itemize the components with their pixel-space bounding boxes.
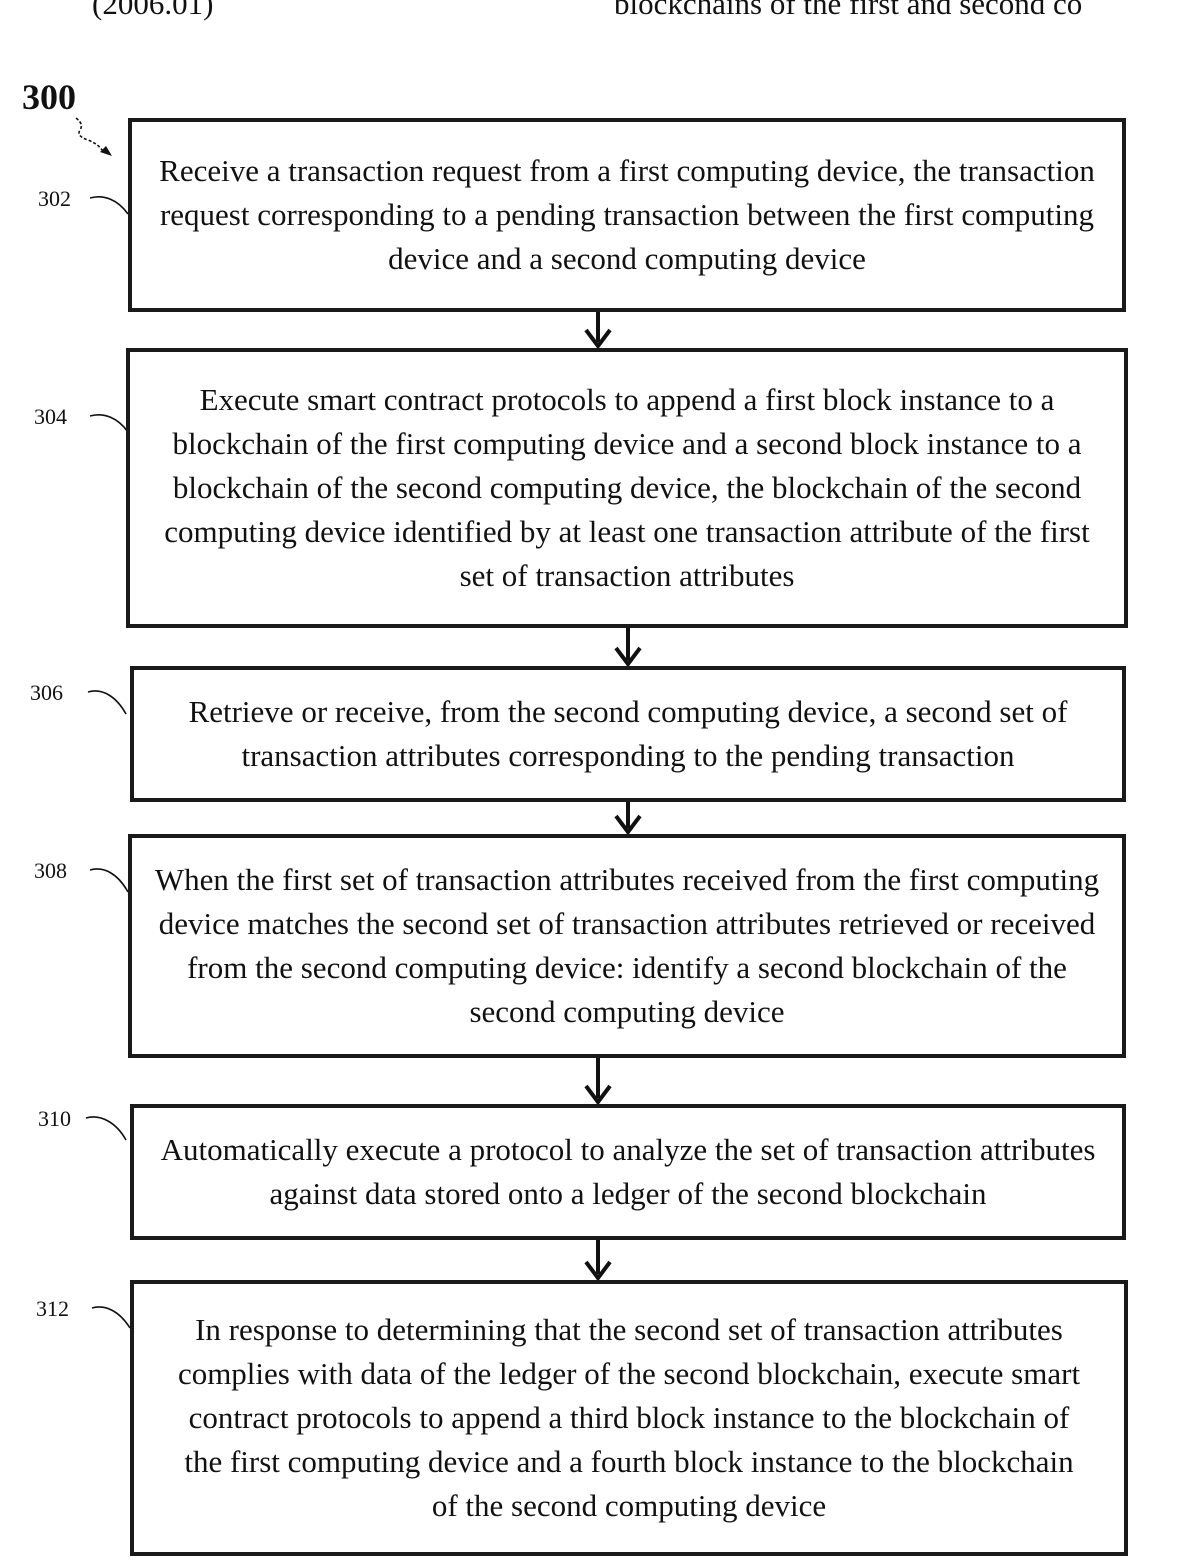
ref-leader-302 — [90, 197, 128, 214]
step-box-308: When the first set of transaction attrib… — [128, 834, 1126, 1058]
step-box-304: Execute smart contract protocols to appe… — [126, 348, 1128, 628]
step-ref-312: 312 — [36, 1296, 69, 1322]
step-text-310: Automatically execute a protocol to anal… — [144, 1128, 1112, 1216]
flow-arrow — [616, 802, 640, 832]
ref-leader-306 — [88, 691, 126, 714]
step-text-312: In response to determining that the seco… — [174, 1308, 1084, 1528]
step-text-302: Receive a transaction request from a fir… — [142, 149, 1112, 281]
ref-leader-304 — [90, 415, 128, 432]
step-box-306: Retrieve or receive, from the second com… — [130, 666, 1126, 802]
flow-arrow — [586, 310, 610, 346]
step-ref-310: 310 — [38, 1106, 71, 1132]
step-ref-308: 308 — [34, 858, 67, 884]
flow-arrow — [586, 1240, 610, 1278]
figure-pointer-arrow — [76, 118, 112, 156]
step-ref-302: 302 — [38, 186, 71, 212]
step-text-304: Execute smart contract protocols to appe… — [148, 378, 1106, 598]
flow-arrow — [586, 1058, 610, 1102]
step-text-308: When the first set of transaction attrib… — [142, 858, 1112, 1034]
step-text-306: Retrieve or receive, from the second com… — [144, 690, 1112, 778]
step-box-312: In response to determining that the seco… — [130, 1280, 1128, 1556]
ref-leader-308 — [90, 869, 128, 892]
flow-arrow — [616, 628, 640, 664]
ref-leader-312 — [92, 1307, 130, 1328]
ref-leader-310 — [86, 1117, 126, 1140]
step-ref-306: 306 — [30, 680, 63, 706]
step-box-310: Automatically execute a protocol to anal… — [130, 1104, 1126, 1240]
step-ref-304: 304 — [34, 404, 67, 430]
step-box-302: Receive a transaction request from a fir… — [128, 118, 1126, 312]
